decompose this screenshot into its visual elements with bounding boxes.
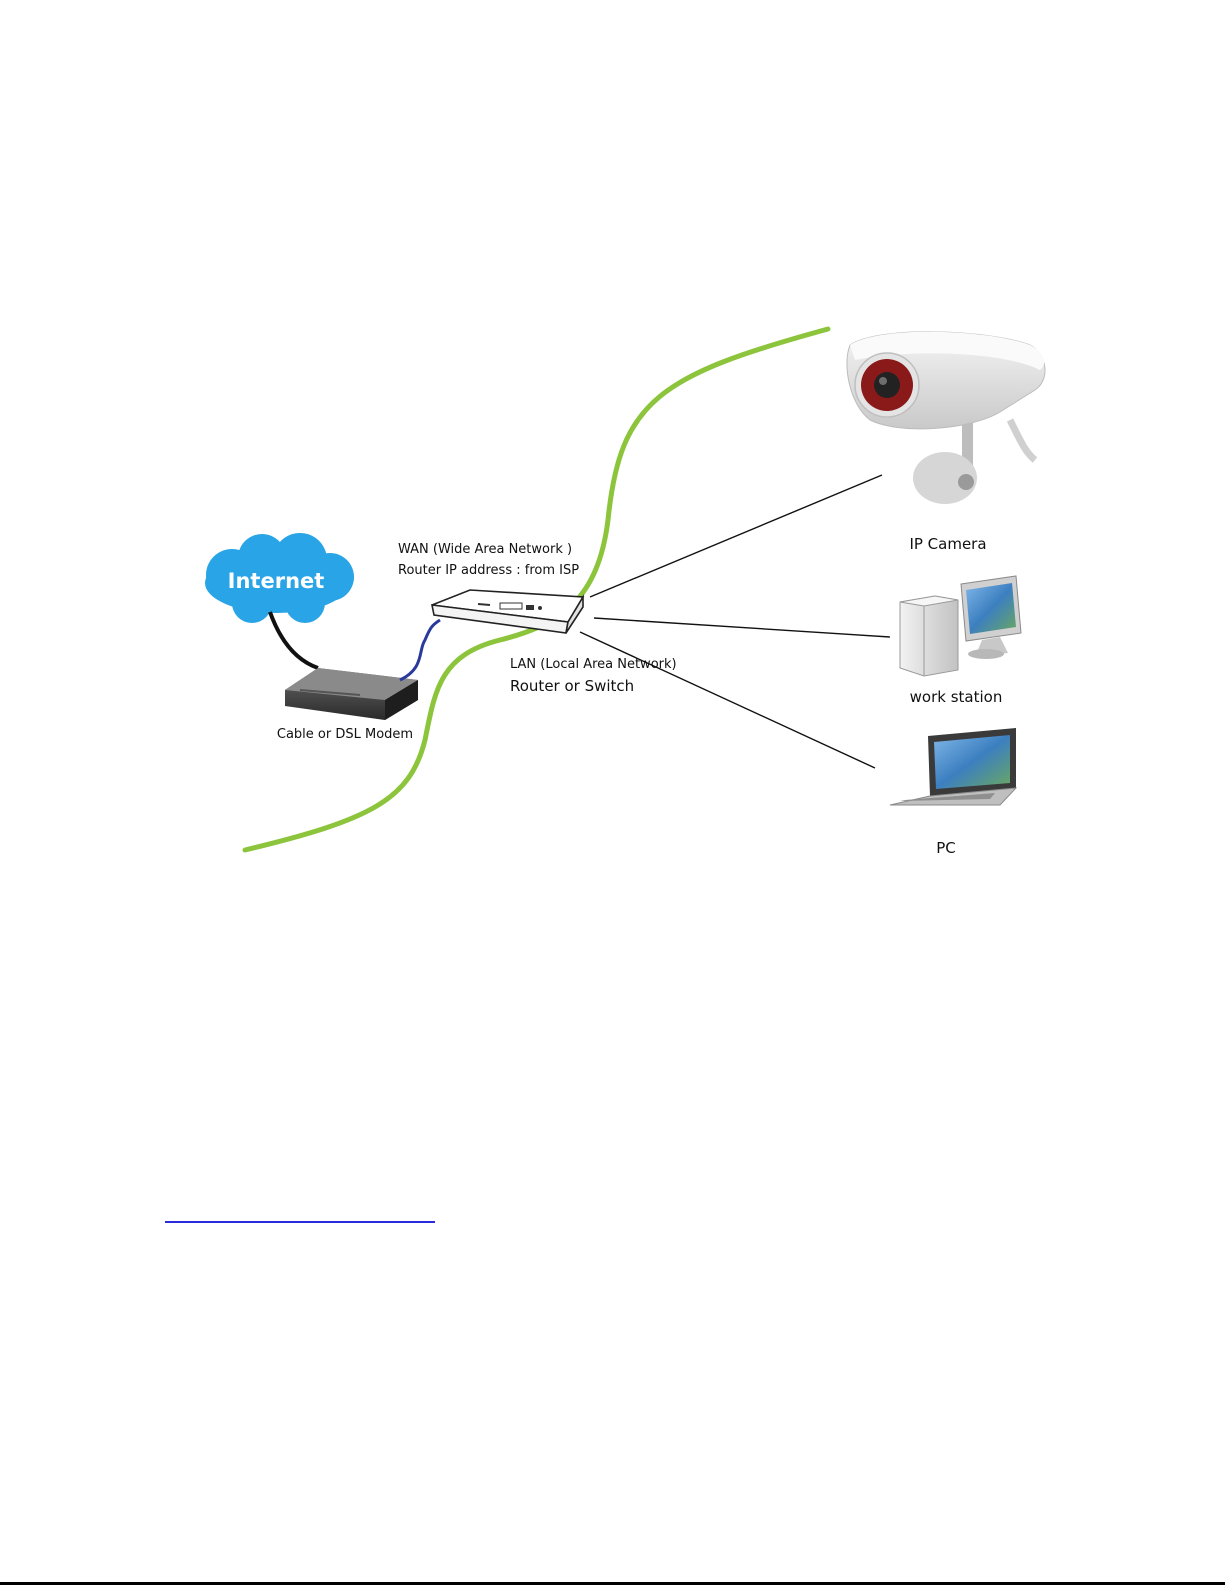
- workstation-label: work station: [910, 688, 1003, 706]
- wan-label-line1: WAN (Wide Area Network ): [398, 542, 572, 557]
- modem-label: Cable or DSL Modem: [277, 727, 413, 742]
- ip-camera-icon: [847, 332, 1045, 504]
- lan-label-line1: LAN (Local Area Network): [510, 657, 677, 672]
- lan-label-line2: Router or Switch: [510, 677, 634, 695]
- camera-label: IP Camera: [909, 535, 986, 553]
- router-camera-line: [590, 475, 882, 597]
- pc-label: PC: [936, 839, 956, 857]
- workstation-icon: [900, 576, 1021, 676]
- cloud-label: Internet: [228, 569, 325, 593]
- router-icon: [432, 590, 583, 633]
- router-workstation-line: [594, 618, 890, 637]
- modem-router-cable: [400, 620, 440, 680]
- modem-icon: [285, 668, 418, 720]
- hyperlink-underline[interactable]: [165, 1221, 435, 1223]
- laptop-icon: [890, 728, 1016, 805]
- router-pc-line: [580, 632, 875, 768]
- wan-label-line2: Router IP address : from ISP: [398, 563, 579, 578]
